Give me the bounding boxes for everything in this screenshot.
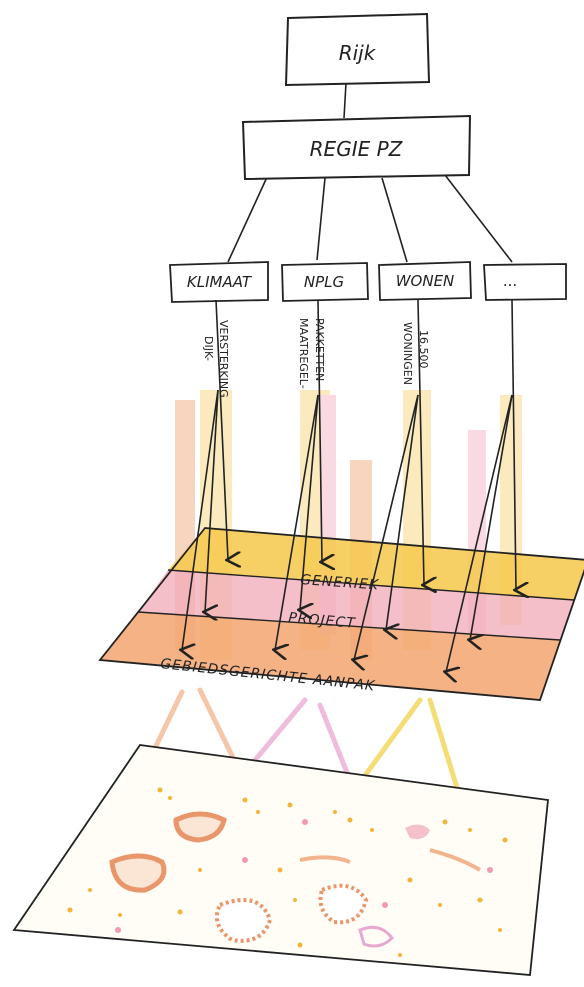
rijk-label: Rijk: [339, 41, 377, 65]
theme-box-nplg: NPLG: [281, 262, 369, 302]
flow-labels: DIJK- VERSTERKING MAATREGEL- PAKKETTEN W…: [202, 318, 430, 398]
theme-klimaat-label: KLIMAAT: [187, 273, 253, 291]
flow-klimaat-line-1: DIJK-: [202, 336, 215, 361]
theme-wonen-label: WONEN: [396, 272, 455, 290]
theme-nplg-label: NPLG: [304, 273, 344, 291]
theme-box-wonen: WONEN: [378, 261, 472, 301]
base-map: [12, 744, 549, 976]
flow-arrows: [182, 299, 516, 672]
hierarchy-lines: [227, 82, 513, 263]
flow-wonen-line-2: 16.500: [417, 330, 430, 369]
flow-nplg-line-1: MAATREGEL-: [297, 318, 310, 389]
planning-layers: GENERIEK PROJECT GEBIEDSGERICHTE AANPAK: [98, 527, 584, 701]
layer-generiek-label: GENERIEK: [300, 572, 381, 594]
theme-box-klimaat: KLIMAAT: [169, 261, 269, 303]
box-rijk: Rijk: [284, 12, 431, 87]
box-regie-pz: REGIE PZ: [241, 114, 472, 181]
theme-more-label: ...: [503, 272, 517, 290]
layer-project: [138, 570, 574, 640]
regie-pz-label: REGIE PZ: [310, 137, 404, 161]
flow-wonen-line-1: WONINGEN: [401, 322, 414, 385]
theme-box-more: ...: [483, 263, 567, 301]
